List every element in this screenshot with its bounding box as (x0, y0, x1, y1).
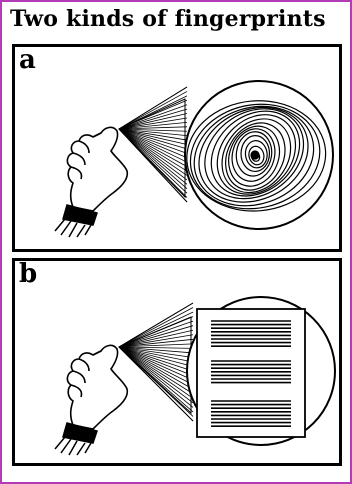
panel-a: a (12, 44, 342, 252)
magnify-cone (119, 87, 187, 202)
magnify-cone (119, 303, 193, 421)
hand-icon (67, 345, 127, 429)
figure-title: Two kinds of fingerprints (10, 6, 326, 32)
panel-b: b (12, 258, 342, 466)
panel-b-illustration (15, 261, 339, 463)
panel-a-illustration (15, 47, 339, 249)
hand-icon (67, 127, 127, 211)
